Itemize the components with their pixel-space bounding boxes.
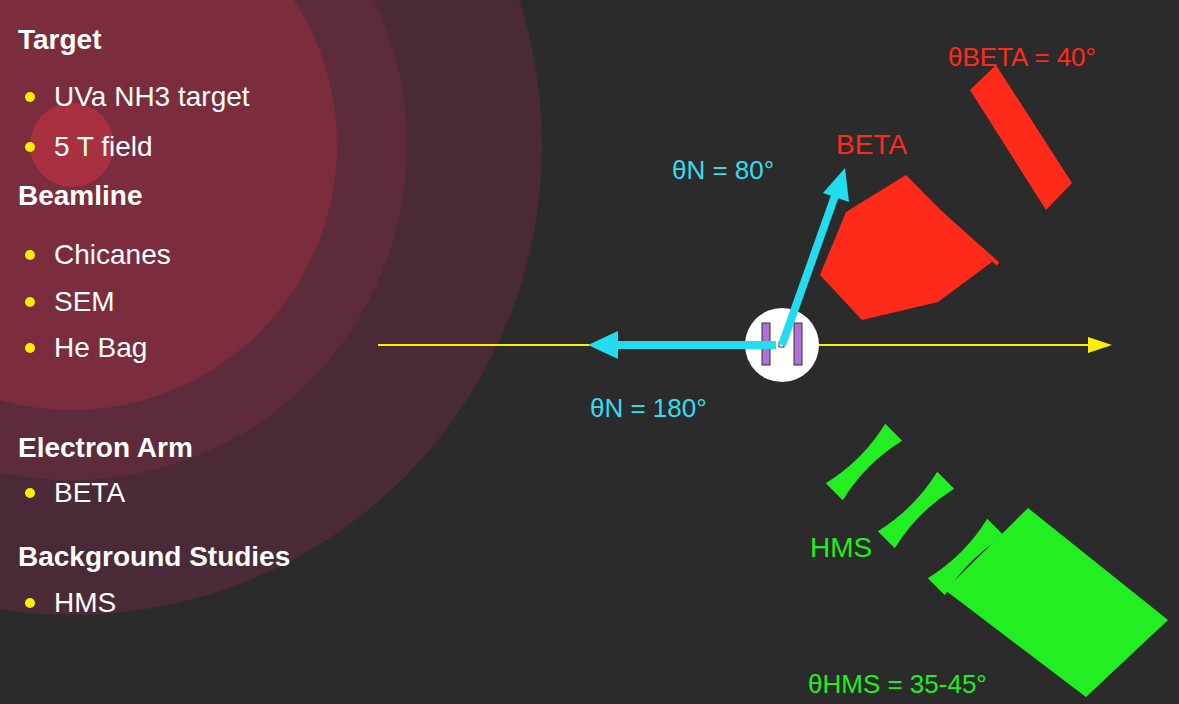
field-arrowhead — [588, 331, 618, 359]
bullet-dot — [25, 297, 35, 307]
section-heading: Electron Arm — [18, 431, 193, 465]
bullet-dot — [25, 598, 35, 608]
angle-label: θBETA = 40° — [948, 40, 1096, 74]
list-item: UVa NH3 target — [54, 80, 250, 114]
section-heading: Target — [18, 23, 102, 57]
beam-line — [378, 344, 1098, 346]
list-item: SEM — [54, 285, 115, 319]
bullet-dot — [25, 488, 35, 498]
list-item: 5 T field — [54, 130, 153, 164]
hms-quadrupole — [878, 472, 954, 548]
bullet-dot — [25, 343, 35, 353]
section-heading: Background Studies — [18, 540, 290, 574]
detector-label: HMS — [810, 531, 872, 565]
list-item: He Bag — [54, 331, 147, 365]
angle-label: θN = 180° — [590, 391, 707, 425]
list-item: Chicanes — [54, 238, 171, 272]
glow-ring — [0, 0, 337, 410]
section-heading: Beamline — [18, 179, 143, 213]
list-item: BETA — [54, 476, 125, 510]
hms-detector-hut — [945, 508, 1168, 697]
beam-arrowhead — [1088, 337, 1112, 353]
field-arrowhead — [823, 168, 849, 202]
bullet-dot — [25, 92, 35, 102]
list-item: HMS — [54, 586, 116, 620]
angle-label: θN = 80° — [672, 153, 774, 187]
magnet-coil — [794, 323, 802, 365]
glow-ring — [0, 0, 542, 615]
angle-label: θHMS = 35-45° — [808, 667, 987, 701]
field-arrow — [782, 193, 836, 345]
field-arrow — [616, 341, 776, 349]
bullet-dot — [25, 250, 35, 260]
glow-ring — [0, 0, 407, 480]
hms-quadrupole — [826, 424, 902, 500]
bullet-dot — [25, 142, 35, 152]
beta-hodoscope — [915, 190, 998, 264]
detector-label: BETA — [836, 128, 907, 162]
beta-tracker — [970, 65, 1072, 210]
